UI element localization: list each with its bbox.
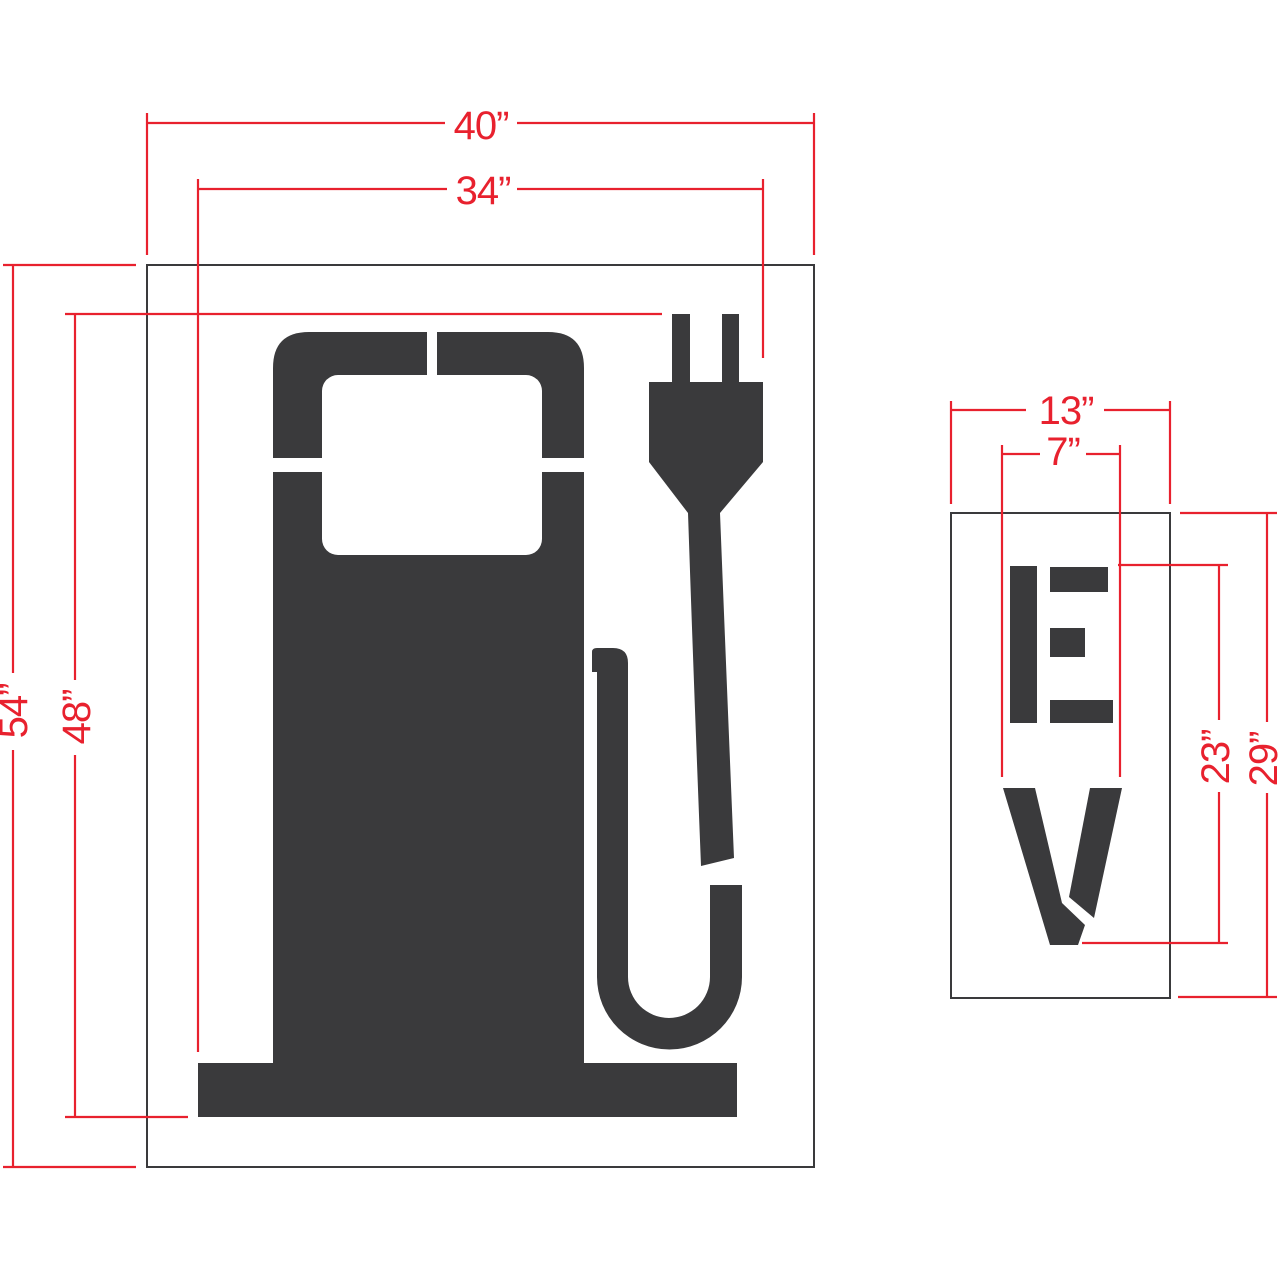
letter-e-middle-arm — [1050, 628, 1085, 657]
letter-v — [1003, 788, 1122, 945]
pump-left-bridge-gap — [269, 458, 325, 472]
ev-stencil: 13” 7” 23” 29” — [949, 389, 1280, 999]
dimension-label-image-height: 48” — [55, 690, 99, 745]
dimension-40in: 40” — [145, 104, 816, 255]
dimension-label-ev-letter-width: 7” — [1046, 430, 1080, 474]
pump-hose — [592, 648, 742, 1050]
dimension-line — [1178, 511, 1277, 999]
letter-e-stem — [1010, 566, 1037, 723]
letter-e-bottom-arm — [1050, 700, 1113, 723]
dimension-34in: 34” — [196, 169, 765, 1052]
dimension-label-overall-width: 40” — [454, 104, 509, 148]
letter-v-right-stroke — [1069, 788, 1122, 918]
pump-base — [198, 1063, 737, 1117]
letter-e-top-arm — [1050, 567, 1108, 592]
pump-window-cutout — [322, 375, 542, 555]
plug-prong-right — [722, 314, 739, 384]
dimension-line — [196, 179, 765, 1052]
letter-e — [1010, 566, 1113, 723]
dimension-line — [145, 113, 816, 255]
dimension-48in: 48” — [55, 312, 662, 1119]
dimension-label-ev-overall-height: 29” — [1242, 732, 1280, 787]
dimension-label-overall-height: 54” — [0, 684, 36, 739]
dimension-line — [1000, 445, 1122, 777]
dimension-line — [949, 401, 1172, 504]
dimension-line — [1082, 563, 1228, 945]
pump-top-bridge-gap — [427, 330, 437, 377]
dimension-label-image-width: 34” — [456, 169, 511, 213]
dimension-23in: 23” — [1082, 563, 1238, 945]
dimension-line — [65, 312, 662, 1119]
pump-graphic — [198, 314, 763, 1117]
dimension-54in: 54” — [0, 263, 136, 1169]
main-stencil: 40” 34” 54” 48” — [0, 104, 816, 1169]
dimension-label-ev-letter-height: 23” — [1194, 730, 1238, 785]
dimension-label-ev-overall-width: 13” — [1039, 389, 1094, 433]
dimension-7in: 7” — [1000, 430, 1122, 777]
dimension-line — [3, 263, 136, 1169]
plug-cord — [688, 513, 734, 866]
dimension-29in: 29” — [1178, 511, 1280, 999]
letter-v-left-stroke — [1003, 788, 1085, 945]
plug-body — [649, 382, 763, 513]
pump-right-bridge-gap — [539, 458, 587, 472]
dimension-13in: 13” — [949, 389, 1172, 504]
plug-prong-left — [672, 314, 690, 384]
